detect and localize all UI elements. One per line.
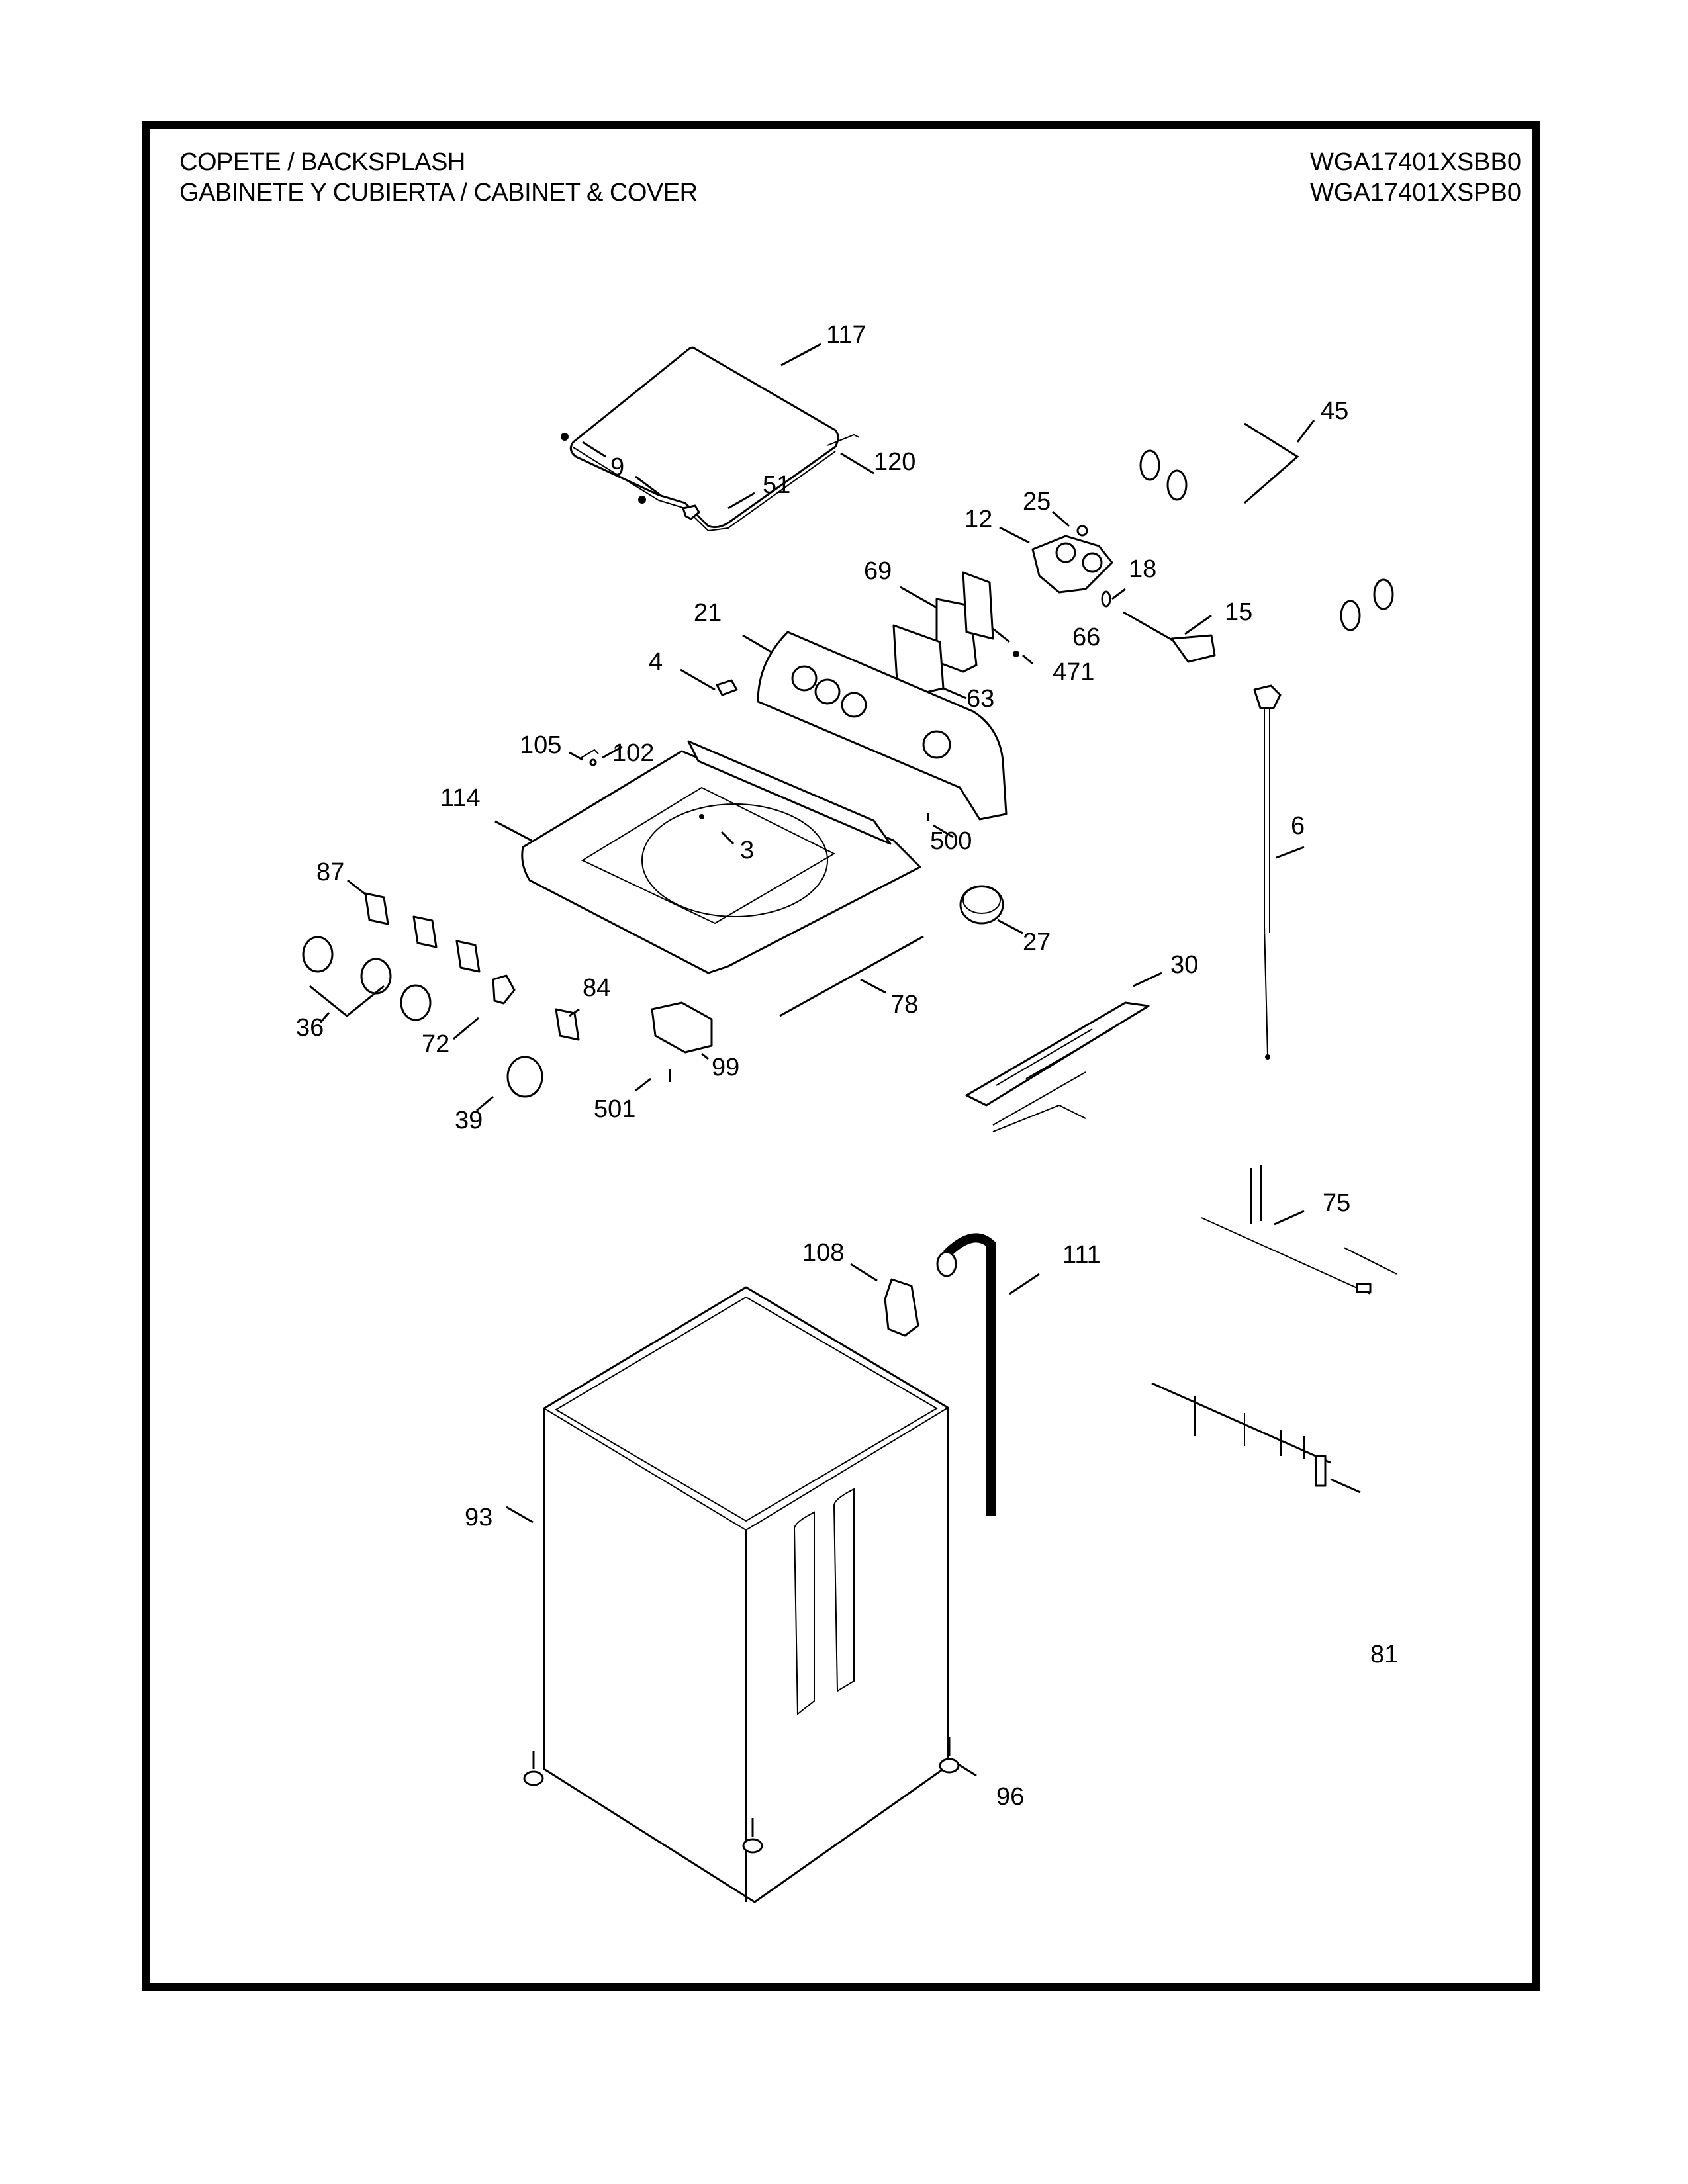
part-39-knob xyxy=(506,1056,543,1098)
callout-9: 9 xyxy=(610,453,624,481)
part-114-top-cover xyxy=(521,740,921,974)
section-title-line-2: GABINETE Y CUBIERTA / CABINET & COVER xyxy=(179,179,698,206)
callout-117: 117 xyxy=(826,321,867,349)
part-6-lid-switch xyxy=(1253,684,1282,1060)
callout-108: 108 xyxy=(802,1239,844,1267)
part-81-wire-harness xyxy=(1151,1382,1331,1487)
part-87-switch-a xyxy=(364,892,389,925)
part-25-screw xyxy=(1076,525,1088,537)
part-87-switch-b xyxy=(412,915,438,948)
callout-6: 6 xyxy=(1291,812,1305,840)
part-21-backsplash xyxy=(757,631,1008,821)
part-45-inlet-hoses xyxy=(1139,440,1394,639)
part-102-screw xyxy=(589,758,597,766)
part-27-pressure-switch xyxy=(959,885,1004,925)
part-36-knob-a xyxy=(302,936,334,973)
part-72-switch xyxy=(492,974,516,1005)
part-87-switch-c xyxy=(455,940,481,973)
part-9-bumper-b xyxy=(638,496,646,504)
part-9-bumper-a xyxy=(561,433,569,441)
part-51-hinge xyxy=(682,504,700,520)
callout-18: 18 xyxy=(1129,555,1156,583)
part-36-knob-c xyxy=(400,984,432,1021)
callout-78: 78 xyxy=(890,991,918,1019)
callout-36: 36 xyxy=(296,1014,324,1042)
callout-500: 500 xyxy=(930,827,972,855)
callout-471: 471 xyxy=(1053,659,1094,686)
callout-87: 87 xyxy=(316,858,344,886)
model-number-2: WGA17401XSPB0 xyxy=(1310,179,1521,206)
part-111-drain-hose xyxy=(936,1233,996,1516)
callout-81: 81 xyxy=(1370,1641,1398,1668)
page-frame xyxy=(142,121,1540,1991)
callout-51: 51 xyxy=(763,471,790,499)
part-93-cabinet xyxy=(543,1286,949,1903)
callout-120: 120 xyxy=(874,448,915,476)
part-105-clip xyxy=(581,749,599,758)
model-numbers: WGA17401XSBB0 WGA17401XSPB0 xyxy=(1310,147,1521,208)
part-4-badge xyxy=(716,679,738,696)
callout-72: 72 xyxy=(422,1030,449,1058)
part-99-terminal-block xyxy=(651,1001,713,1054)
callout-45: 45 xyxy=(1321,397,1348,425)
part-3-screw xyxy=(699,814,704,819)
leader-lines xyxy=(309,343,1361,1777)
callout-3: 3 xyxy=(740,837,754,864)
part-471-screw xyxy=(1013,651,1019,657)
callout-102: 102 xyxy=(612,739,654,767)
part-63-board-housing xyxy=(892,624,945,695)
callout-96: 96 xyxy=(996,1783,1024,1811)
callout-69: 69 xyxy=(864,557,892,585)
callout-501: 501 xyxy=(594,1095,635,1123)
part-36-knob-b xyxy=(360,958,392,995)
callout-4: 4 xyxy=(649,648,663,676)
callout-99: 99 xyxy=(712,1054,739,1081)
part-120-pin xyxy=(827,433,860,446)
part-96-leveling-legs xyxy=(523,1737,960,1854)
callout-30: 30 xyxy=(1170,951,1198,979)
callout-114: 114 xyxy=(440,784,481,812)
callout-39: 39 xyxy=(455,1107,483,1134)
callout-25: 25 xyxy=(1023,488,1051,516)
part-12-water-valve xyxy=(1031,535,1113,594)
section-title: COPETE / BACKSPLASH GABINETE Y CUBIERTA … xyxy=(179,147,698,208)
callout-66: 66 xyxy=(1072,623,1100,651)
callout-12: 12 xyxy=(964,506,992,533)
part-78-harness xyxy=(779,935,924,1017)
model-number-1: WGA17401XSBB0 xyxy=(1310,148,1521,176)
callout-63: 63 xyxy=(966,685,994,713)
callout-93: 93 xyxy=(465,1504,492,1531)
callout-27: 27 xyxy=(1023,929,1051,956)
part-15-fill-nozzle xyxy=(1123,611,1216,663)
callout-111: 111 xyxy=(1062,1241,1101,1269)
callout-105: 105 xyxy=(520,731,561,759)
part-66-board-bracket xyxy=(962,571,994,640)
callout-75: 75 xyxy=(1323,1189,1350,1217)
part-108-hose-bracket xyxy=(884,1278,919,1337)
part-75-wire-harness xyxy=(1201,1165,1397,1295)
part-30-harness xyxy=(965,1001,1150,1132)
callout-15: 15 xyxy=(1225,598,1252,626)
callout-84: 84 xyxy=(583,974,610,1002)
part-117-lid xyxy=(569,346,839,532)
section-title-line-1: COPETE / BACKSPLASH xyxy=(179,148,465,176)
callout-labels: 117 9 51 120 45 25 12 18 15 69 66 21 4 6… xyxy=(296,321,1398,1811)
part-18-seal xyxy=(1101,590,1111,608)
part-84-switch xyxy=(555,1008,580,1041)
callout-21: 21 xyxy=(694,599,722,627)
